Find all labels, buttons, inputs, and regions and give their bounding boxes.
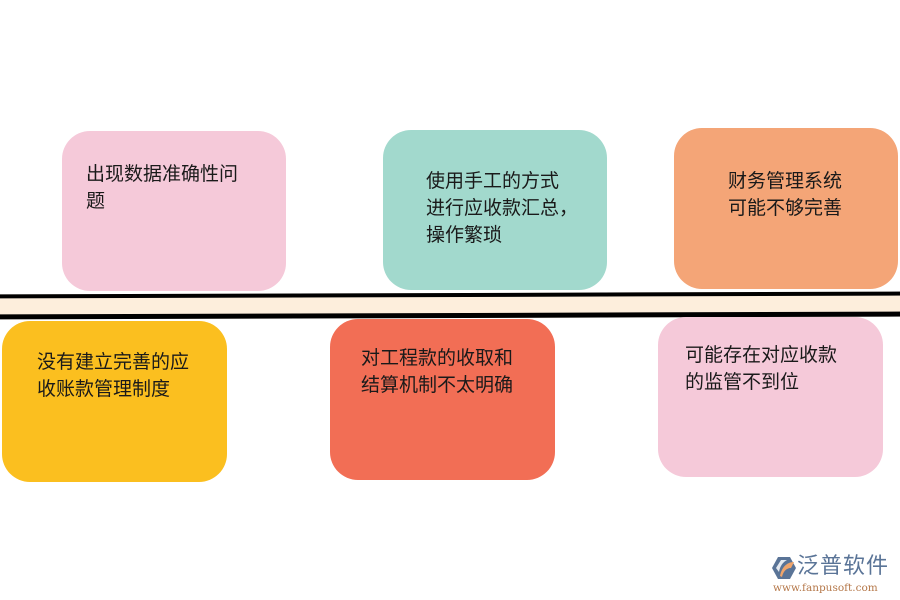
issue-box-finance-system: 财务管理系统 可能不够完善 — [674, 128, 898, 289]
watermark-url: www.fanpusoft.com — [773, 582, 878, 594]
fanpu-watermark: 泛普软件 www.fanpusoft.com — [770, 553, 895, 595]
issue-text: 使用手工的方式 进行应收款汇总， 操作繁琐 — [426, 170, 579, 246]
issue-box-data-accuracy: 出现数据准确性问 题 — [62, 131, 286, 291]
issue-text: 财务管理系统 可能不够完善 — [728, 170, 843, 219]
issue-text: 对工程款的收取和 结算机制不太明确 — [361, 347, 514, 396]
issue-text: 没有建立完善的应 收账款管理制度 — [37, 351, 190, 400]
issue-box-manual-summary: 使用手工的方式 进行应收款汇总， 操作繁琐 — [383, 130, 607, 290]
issue-box-settlement-mechanism: 对工程款的收取和 结算机制不太明确 — [330, 319, 555, 480]
issue-box-no-management-system: 没有建立完善的应 收账款管理制度 — [2, 321, 227, 482]
issue-text: 可能存在对应收款 的监管不到位 — [685, 344, 838, 393]
fanpu-logo-icon — [772, 557, 796, 579]
timeline-divider — [0, 291, 900, 320]
issue-box-supervision: 可能存在对应收款 的监管不到位 — [658, 317, 883, 477]
issue-text: 出现数据准确性问 题 — [86, 163, 239, 212]
watermark-brand-name: 泛普软件 — [797, 554, 890, 579]
